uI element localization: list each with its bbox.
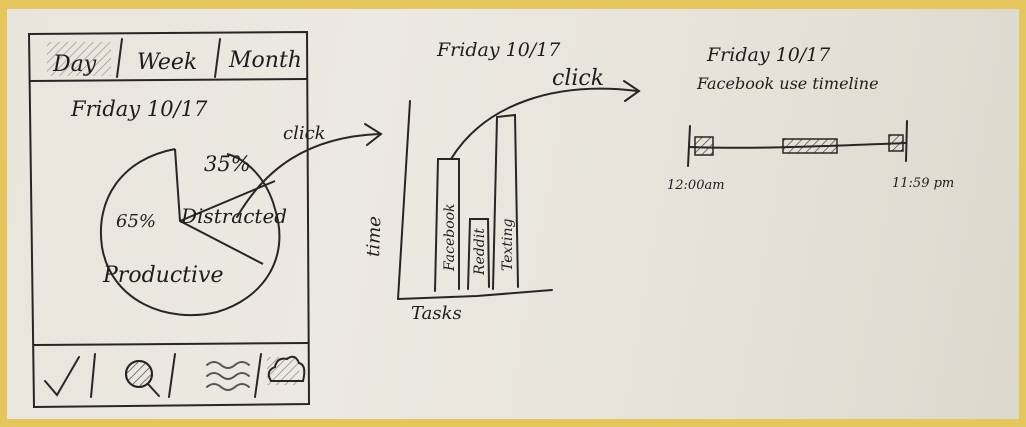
timeline[interactable]	[687, 120, 908, 167]
phone-wireframe	[27, 30, 311, 409]
tab-day-selected-hatch	[47, 42, 111, 76]
phone-outline	[27, 30, 311, 409]
cloud-icon[interactable]	[267, 355, 306, 385]
pie-chart[interactable]	[99, 148, 281, 317]
bar-reddit	[467, 218, 490, 290]
bar-facebook	[434, 158, 460, 292]
check-icon[interactable]	[44, 356, 80, 397]
paper-sheet: Day Week Month Friday 10/17 35% Distract…	[7, 9, 1019, 419]
bottom-nav	[44, 353, 306, 398]
timeline-end-tick	[905, 120, 908, 162]
bar-label-facebook: Facebook	[442, 203, 458, 272]
tab-month[interactable]: Month	[228, 48, 302, 73]
timeline-end-label: 11:59 pm	[892, 176, 954, 191]
usage-block	[694, 134, 904, 156]
tab-day[interactable]: Day	[52, 52, 97, 77]
timeline-subtitle: Facebook use timeline	[696, 74, 879, 93]
timeline-start-label: 12:00am	[667, 178, 725, 193]
tab-divider	[214, 38, 221, 78]
pie-outline	[99, 148, 281, 317]
sketch-canvas: Day Week Month Friday 10/17 35% Distract…	[27, 30, 954, 409]
nav-bar-divider	[33, 342, 309, 346]
phone-date: Friday 10/17	[70, 97, 208, 121]
pie-productive-label: Productive	[102, 263, 223, 288]
arrow-2-label: click	[552, 66, 604, 91]
bar-chart-title: Friday 10/17	[436, 39, 561, 61]
x-axis	[397, 289, 553, 300]
click-arrow-2	[450, 80, 641, 160]
pie-distracted-label: Distracted	[180, 204, 287, 228]
bar-chart[interactable]	[397, 100, 553, 300]
tab-bar-divider	[29, 78, 308, 82]
pie-distracted-percent: 35%	[204, 152, 251, 176]
tab-week[interactable]: Week	[137, 50, 197, 75]
waves-icon[interactable]	[206, 361, 250, 391]
x-axis-label: Tasks	[411, 303, 462, 324]
timeline-title: Friday 10/17	[706, 44, 831, 66]
pie-slice-divider	[179, 180, 276, 222]
bar-label-reddit: Reddit	[472, 228, 488, 276]
bar-texting	[492, 113, 519, 290]
y-axis	[397, 100, 411, 300]
pie-productive-percent: 65%	[116, 211, 156, 232]
y-axis-label: time	[363, 216, 385, 257]
search-icon[interactable]	[125, 360, 160, 397]
click-arrow-1	[236, 123, 383, 218]
bar-label-texting: Texting	[500, 218, 516, 271]
tab-divider	[116, 38, 123, 78]
arrow-1-label: click	[283, 123, 326, 144]
timeline-start-tick	[687, 125, 691, 167]
